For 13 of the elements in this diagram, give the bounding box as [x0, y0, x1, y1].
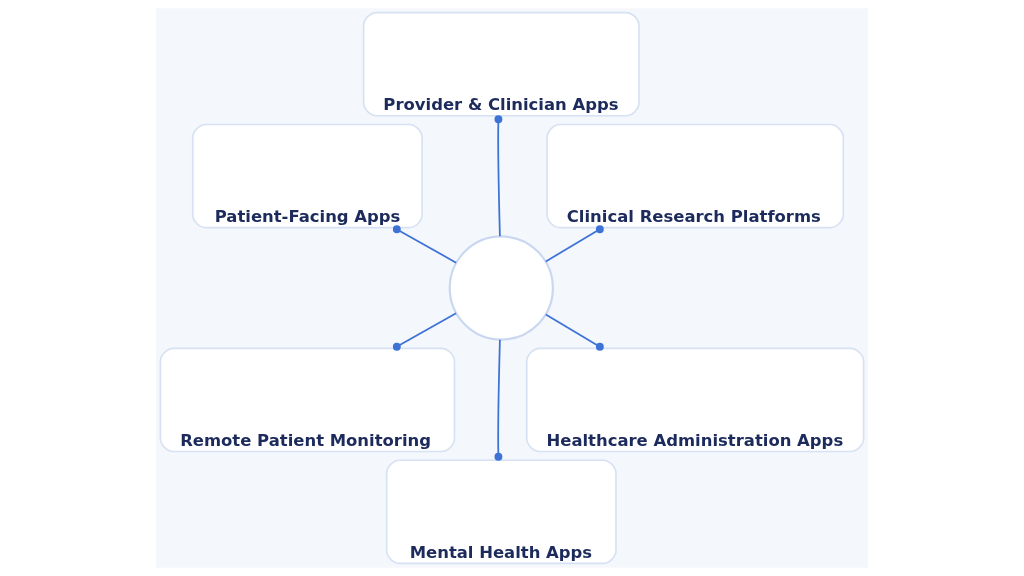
connector — [494, 338, 503, 461]
connector — [494, 115, 503, 238]
connector — [392, 225, 457, 264]
node-box: Remote Patient Monitoring — [159, 347, 456, 453]
connector — [392, 312, 457, 351]
node-circle — [448, 235, 554, 341]
node-box: Healthcare Administration Apps — [525, 347, 865, 453]
connector — [544, 225, 604, 263]
node-box: Clinical Research Platforms — [546, 123, 845, 229]
connector — [544, 313, 604, 351]
node-box: Provider & Clinician Apps — [362, 11, 640, 117]
node-box: Patient-Facing Apps — [191, 123, 423, 229]
node-box: Mental Health Apps — [385, 459, 617, 565]
